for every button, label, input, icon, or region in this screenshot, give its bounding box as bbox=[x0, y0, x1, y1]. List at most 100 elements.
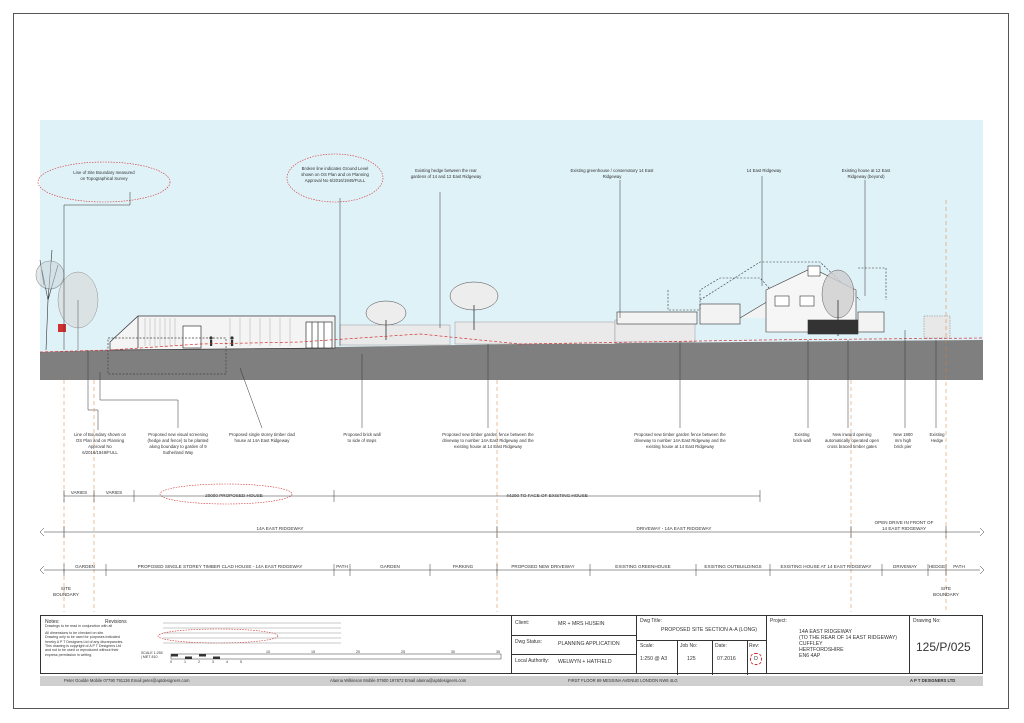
project-line-2: (TO THE REAR OF 14 EAST RIDGEWAY) bbox=[799, 635, 898, 641]
dim-single-storey-house: PROPOSED SINGLE STOREY TIMBER CLAD HOUSE… bbox=[138, 564, 303, 569]
bottom-annotations: Line of Boundary shown on OS Plan and on… bbox=[74, 432, 945, 455]
footer-alanna: Alanna Wilkinson Mobile 07900 197872 Ema… bbox=[330, 678, 467, 683]
note-hedge-2: gardens of 14 and 12 East Ridgeway bbox=[411, 174, 482, 179]
scale-cell-label: Scale: bbox=[640, 643, 654, 649]
note-existing-hedge-1: Existing bbox=[929, 432, 945, 437]
note-boundary-os-3: Approval No bbox=[88, 444, 112, 449]
footer-peter: Peter Goulde Mobile 07790 791136 Email p… bbox=[64, 678, 190, 683]
note-gates-1: New inward opening bbox=[833, 432, 873, 437]
dim-existing-house: EXISTING HOUSE AT 14 EAST RIDGEWAY bbox=[781, 564, 872, 569]
note-screening-3: along boundary to garden of 9 bbox=[149, 444, 207, 449]
people-figures bbox=[209, 336, 234, 346]
scale-tick-5: 5 bbox=[240, 660, 242, 664]
footer-bar: Peter Goulde Mobile 07790 791136 Email p… bbox=[40, 676, 983, 686]
authority-label: Local Authority: bbox=[515, 658, 550, 664]
note-site-boundary-1: Line of Site Boundary measured bbox=[73, 170, 135, 175]
dim-greenhouse: EXISTING GREENHOUSE bbox=[615, 564, 670, 569]
notes-panel: Notes: Drawings to be read in conjunctio… bbox=[45, 619, 141, 657]
project-column: Project: 14A EAST RIDGEWAY (TO THE REAR … bbox=[766, 616, 909, 673]
status-label: Dwg Status: bbox=[515, 639, 542, 645]
dim-outbuildings: EXISTING OUTBUILDINGS bbox=[704, 564, 761, 569]
note-screening-1: Proposed new visual screening bbox=[148, 432, 208, 437]
project-line-4: HERTFORDSHIRE bbox=[799, 647, 844, 653]
existing-hedge bbox=[923, 315, 951, 339]
scale-tick-0: 0 bbox=[170, 660, 172, 664]
note-pier-1: New 1800 bbox=[893, 432, 913, 437]
dim-varies-1: VARIES bbox=[71, 490, 88, 495]
note-house12-1: Existing house at 12 East bbox=[842, 168, 891, 173]
title-column: Dwg Title: PROPOSED SITE SECTION A-A (LO… bbox=[636, 616, 766, 675]
site-boundary-right-2: BOUNDARY bbox=[933, 592, 959, 597]
note-broken-line-1: Broken line indicates Ground Level bbox=[302, 166, 369, 171]
note-line-7: express permission in writing. bbox=[45, 652, 93, 657]
scale-tick-10: 10 bbox=[266, 650, 270, 654]
project-label: Project: bbox=[770, 618, 787, 624]
rev-value: D bbox=[750, 653, 762, 665]
client-label: Client: bbox=[515, 620, 530, 626]
project-line-3: CUFFLEY bbox=[799, 641, 823, 647]
drawing-sheet bbox=[13, 13, 1009, 709]
dim-garden-1: GARDEN bbox=[75, 564, 95, 569]
dim-garden-2: GARDEN bbox=[380, 564, 400, 569]
scale-tick-2: 2 bbox=[198, 660, 200, 664]
dim-14a-east-ridgeway: 14A EAST RIDGEWAY bbox=[257, 526, 304, 531]
note-line-3: Drawing only to be used for purposes ind… bbox=[45, 635, 120, 640]
dim-path-1: PATH bbox=[336, 564, 348, 569]
dim-path-2: PATH bbox=[953, 564, 965, 569]
title-block: Notes: Drawings to be read in conjunctio… bbox=[40, 615, 983, 675]
svg-text:Line of Site Boundary measured: Line of Site Boundary measured bbox=[73, 170, 135, 175]
top-annotations: Line of Site Boundary measured on Topogr… bbox=[73, 166, 891, 183]
drawing-no-value: 125/P/025 bbox=[916, 640, 971, 654]
revision-cloud-1 bbox=[37, 161, 171, 203]
revisions-and-scale bbox=[163, 622, 502, 660]
date-value: 07.2016 bbox=[717, 656, 736, 662]
boundary-marker bbox=[58, 324, 66, 332]
revision-cloud-4 bbox=[157, 628, 279, 644]
dim-open-drive-1: OPEN DRIVE IN FRONT OF bbox=[875, 520, 934, 525]
scale-tick-4: 4 bbox=[226, 660, 228, 664]
scale-bar-label: SCALE 1:250 | MET 810 bbox=[141, 651, 163, 659]
note-house14: 14 East Ridgeway bbox=[747, 168, 782, 173]
tree-middle-1 bbox=[365, 300, 407, 340]
note-gates-2: automatically operated open bbox=[825, 438, 880, 443]
proposed-house bbox=[107, 315, 336, 375]
dim-to-existing-house: 44200 TO FACE OF EXISTING HOUSE bbox=[506, 493, 588, 498]
date-label: Date: bbox=[715, 643, 727, 649]
authority-value: WELWYN + HATFIELD bbox=[558, 659, 612, 665]
footer-address: FIRST FLOOR 69 MESSINA AVENUE LONDON NW6… bbox=[568, 678, 678, 683]
dimension-lines bbox=[39, 490, 985, 576]
tree-right bbox=[821, 269, 855, 336]
ground-section bbox=[40, 340, 983, 380]
note-fence1-3: existing house at 14 East Ridgeway bbox=[454, 444, 523, 449]
dim-open-drive-2: 14 EAST RIDGEWAY bbox=[882, 526, 926, 531]
dimension-labels: VARIES VARIES 20000 PROPOSED HOUSE 44200… bbox=[53, 490, 965, 597]
note-line-2: All dimensions to be checked on site. bbox=[45, 630, 105, 635]
ground-level-line bbox=[39, 333, 984, 353]
note-line-6: and not to be used or reproduced without… bbox=[45, 648, 119, 653]
note-boundary-os-2: OS Plan and on Planning bbox=[76, 438, 125, 443]
dwg-title-label: Dwg Title: bbox=[640, 618, 662, 624]
dim-proposed-house: 20000 PROPOSED HOUSE bbox=[205, 493, 263, 498]
note-single-storey-1: Proposed single storey timber clad bbox=[229, 432, 296, 437]
note-line-4: hereby A P T Designers Ltd of any discre… bbox=[45, 639, 124, 644]
job-label: Job No: bbox=[680, 643, 698, 649]
note-broken-line-3: Approval No 6/2016/1949/FULL bbox=[305, 178, 366, 183]
note-existing-brick-2: brick wall bbox=[793, 438, 811, 443]
note-pier-2: mm high bbox=[895, 438, 912, 443]
note-fence2-3: existing house at 14 East Ridgeway bbox=[646, 444, 715, 449]
project-line-1: 14A EAST RIDGEWAY bbox=[799, 629, 852, 635]
scale-tick-15: 15 bbox=[311, 650, 315, 654]
note-existing-brick-1: Existing bbox=[794, 432, 810, 437]
project-line-5: EN6 4AP bbox=[799, 653, 821, 659]
note-screening-4: Sutherland Way bbox=[163, 450, 194, 455]
status-value: PLANNING APPLICATION bbox=[558, 641, 620, 647]
dim-varies-2: VARIES bbox=[106, 490, 123, 495]
note-screening-2: (hedge and fence) to be planted bbox=[148, 438, 210, 443]
scale-tick-3: 3 bbox=[212, 660, 214, 664]
site-boundary-right-1: SITE bbox=[941, 586, 951, 591]
note-existing-hedge-2: Hedge bbox=[931, 438, 944, 443]
scale-tick-1: 1 bbox=[184, 660, 186, 664]
scale-tick-30: 30 bbox=[451, 650, 455, 654]
svg-text:on Topographical Survey: on Topographical Survey bbox=[80, 176, 128, 181]
